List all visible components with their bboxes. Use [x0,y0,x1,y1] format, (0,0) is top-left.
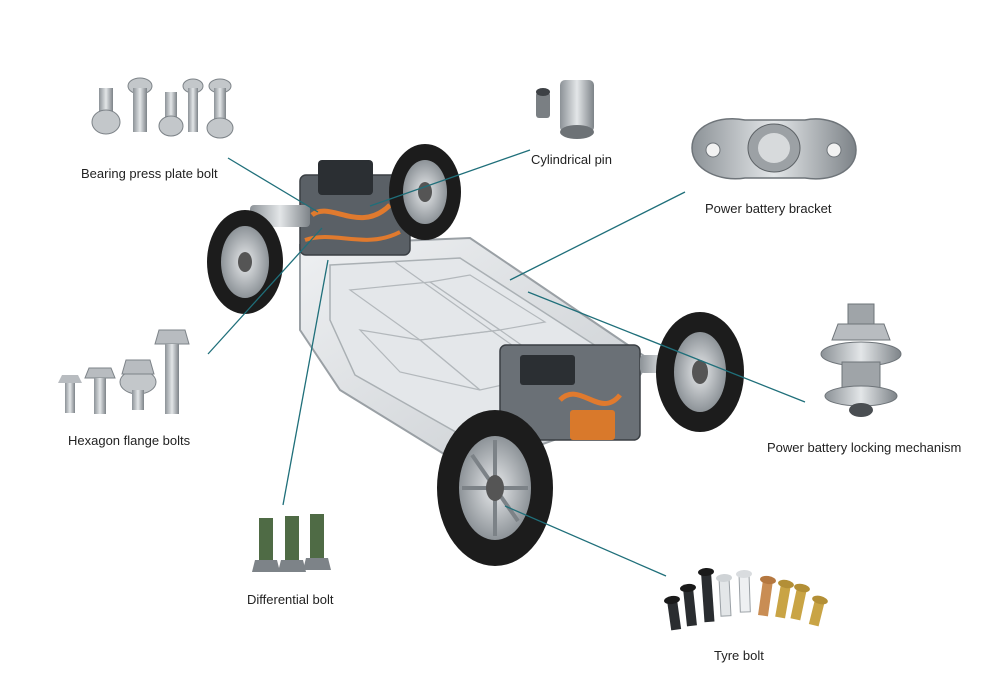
rear-right-wheel [656,312,744,432]
bearing-press-plate-bolt-image [91,77,234,139]
label-tyre-bolt: Tyre bolt [714,648,764,663]
label-bearing-press-plate-bolt: Bearing press plate bolt [81,166,218,181]
cylindrical-pin-image [536,80,594,139]
front-right-wheel [389,144,461,240]
chassis [207,144,744,566]
label-power-battery-bracket: Power battery bracket [705,201,832,216]
power-battery-locking-mechanism-image [820,303,902,417]
leader-lines [207,149,806,577]
power-battery-bracket-image [691,118,857,180]
leader-differential-bolt [282,259,329,506]
leader-tyre-bolt [504,505,667,577]
label-hexagon-flange-bolts: Hexagon flange bolts [68,433,191,448]
label-cylindrical-pin: Cylindrical pin [531,152,612,167]
hexagon-flange-bolts-image [58,329,190,414]
front-left-wheel [207,210,283,314]
leader-cylindrical-pin [369,149,531,207]
leader-power-battery-bracket [509,191,686,281]
rear-left-wheel [437,410,553,566]
leader-hexagon-flange-bolts [207,227,323,355]
label-differential-bolt: Differential bolt [247,592,334,607]
leader-bearing-press-plate-bolt [227,157,319,213]
leader-power-battery-locking-mechanism [527,291,806,403]
tyre-bolt-image [664,567,828,631]
differential-bolt-image [252,514,331,572]
label-power-battery-locking-mechanism: Power battery locking mechanism [767,440,962,455]
